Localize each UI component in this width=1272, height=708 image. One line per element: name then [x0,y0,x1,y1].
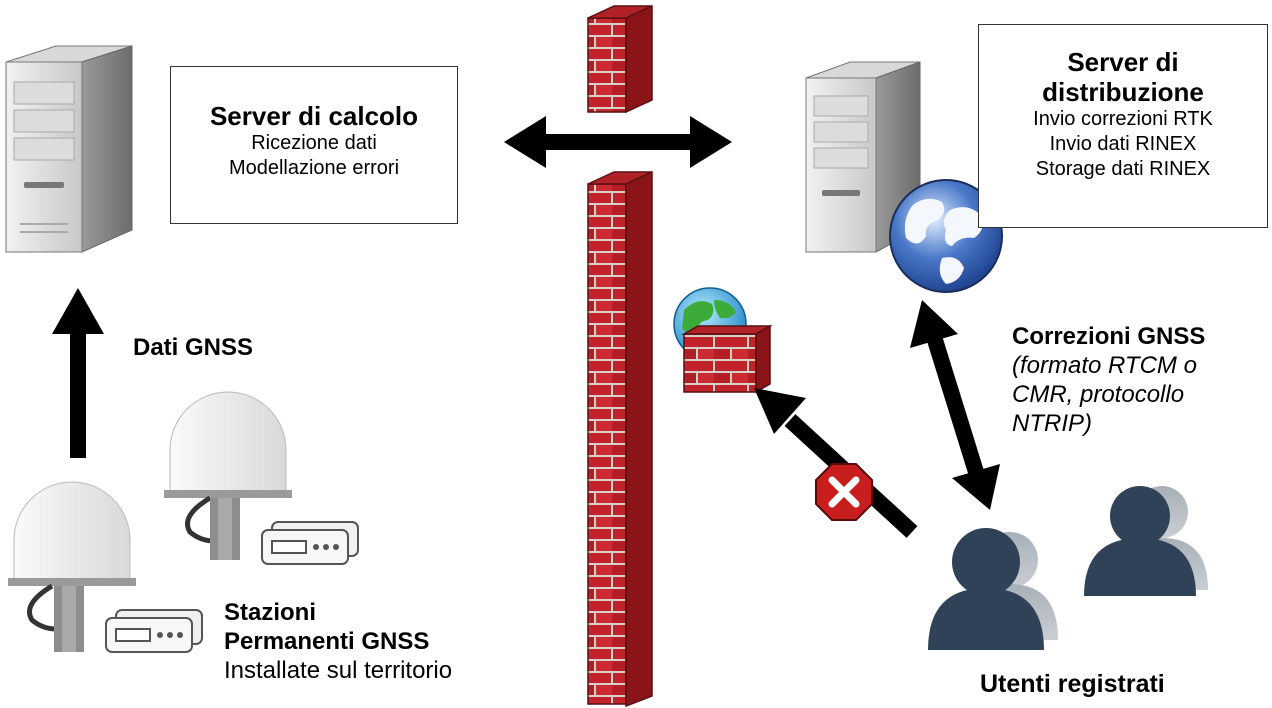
calc-server-line: Ricezione dati [251,132,377,154]
user-icon [928,528,1058,650]
corrections-title: Correzioni GNSS [1012,323,1206,350]
dist-server-title: Server di [1067,47,1179,77]
double-arrow-users [910,300,1000,510]
stations-title: Permanenti GNSS [224,628,430,655]
user-icon [1084,486,1208,596]
corrections-detail: (formato RTCM o [1012,352,1197,379]
calc-server-line: Modellazione errori [228,157,400,179]
calc-server-box: Server di calcolo Ricezione dati Modella… [170,66,458,224]
dist-server-line: Invio dati RINEX [1049,133,1197,155]
dist-server-box: Server di distribuzione Invio correzioni… [978,24,1268,228]
calc-server-title: Server di calcolo [209,101,419,131]
dist-server-line: Storage dati RINEX [1035,158,1211,180]
corrections-detail: NTRIP) [1012,410,1092,437]
corrections-detail: CMR, protocollo [1012,381,1185,408]
arrow-up-gnss [52,288,104,458]
stations-label: Stazioni Permanenti GNSS Installate sul … [224,598,452,685]
double-arrow-servers [504,116,732,168]
server-icon [5,45,133,253]
users-label: Utenti registrati [980,670,1165,698]
firewall-wall [587,4,653,708]
dist-server-line: Invio correzioni RTK [1033,108,1213,130]
antenna-icon [164,391,292,560]
receiver-icon [105,609,203,653]
stations-title: Stazioni [224,599,317,626]
corrections-label: Correzioni GNSS (formato RTCM o CMR, pro… [1012,322,1205,438]
blocked-icon [815,463,873,521]
receiver-icon [261,521,359,565]
antenna-icon [8,481,136,652]
stations-subtitle: Installate sul territorio [224,657,453,684]
dist-server-title: distribuzione [1042,77,1204,107]
gnss-data-label: Dati GNSS [133,334,254,361]
firewall-icon [673,287,773,394]
globe-icon [889,179,1003,293]
